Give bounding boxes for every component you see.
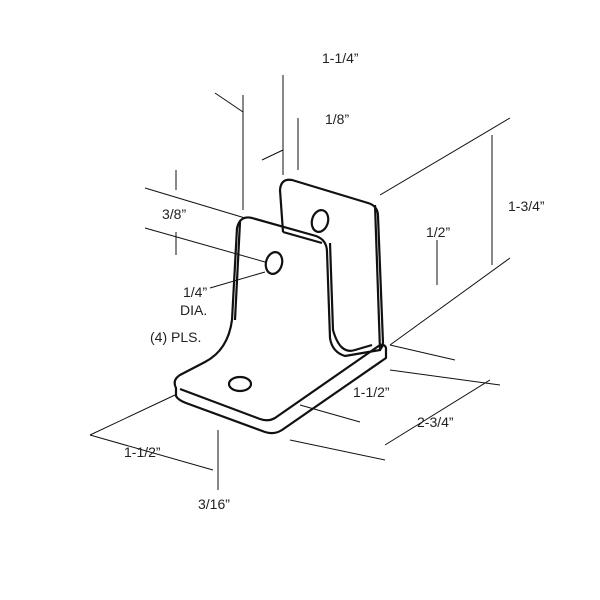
front-plate <box>230 216 384 358</box>
hole-back <box>310 209 330 233</box>
dim-base-thickness: 3/16” <box>198 496 230 512</box>
hole-front <box>264 251 284 275</box>
back-plate-inner <box>328 242 373 352</box>
dim-overall-height: 1-3/4” <box>508 198 545 214</box>
dim-top-width: 1-1/4” <box>322 50 359 66</box>
back-plate <box>278 178 385 352</box>
front-plate-inner-edge <box>233 221 242 321</box>
dim-hole-dia: 1/4” <box>183 284 208 300</box>
dim-base-width: 1-1/2” <box>124 444 161 460</box>
dim-hole-offset: 3/8” <box>162 206 187 222</box>
bracket-outline <box>173 178 388 435</box>
dim-overall-length: 2-3/4” <box>417 414 454 430</box>
dim-hole-height: 1/2” <box>426 224 451 240</box>
base <box>173 319 388 435</box>
dim-places: (4) PLS. <box>150 329 202 345</box>
dim-dia: DIA. <box>180 302 208 318</box>
dim-base-depth: 1-1/2” <box>353 384 390 400</box>
dimension-lines <box>89 75 511 490</box>
hole-base <box>227 375 253 393</box>
dim-thickness-top: 1/8” <box>325 111 350 127</box>
